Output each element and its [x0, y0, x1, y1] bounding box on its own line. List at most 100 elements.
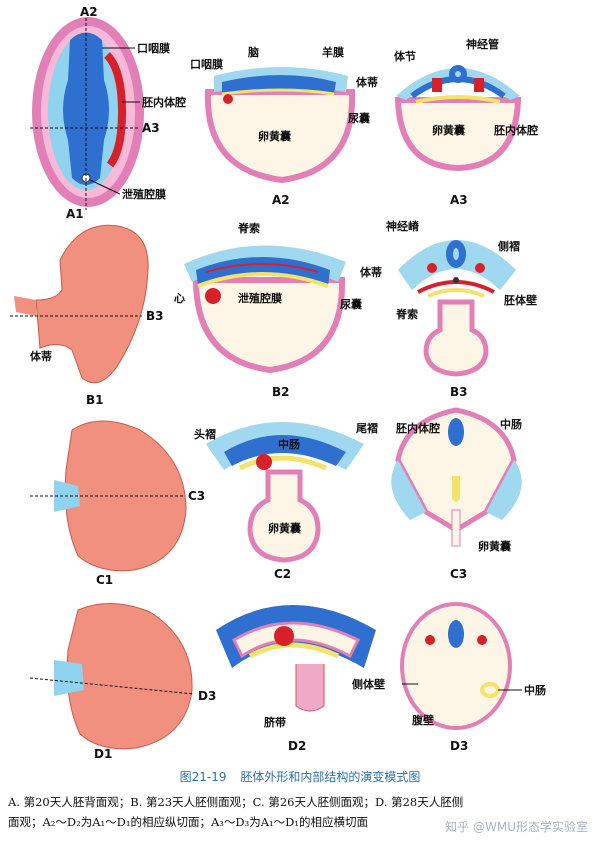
- b3-neural-canal: [453, 248, 459, 260]
- b3-yolk-sac: [423, 299, 489, 377]
- caption-line-1: A. 第20天人胚背面观；B. 第23天人胚侧面观；C. 第26天人胚侧面观；D…: [8, 795, 464, 809]
- c3-label-yolk: 卵黄囊: [478, 539, 512, 553]
- a1-cut-label-a3: A3: [142, 121, 160, 135]
- c2-ectoderm: [224, 435, 346, 466]
- panel-label-c3: C3: [450, 567, 467, 581]
- b2-label-cloacal: 泄殖腔膜: [238, 291, 282, 305]
- c3-neural-tube: [448, 418, 464, 446]
- a3-somite-right: [474, 78, 484, 92]
- b3-label-body-wall: 胚体壁: [503, 293, 537, 307]
- panel-a1: A2 A3 口咽膜 胚内体腔 泄殖腔膜 A1: [30, 5, 186, 221]
- d1-cut-line: [29, 677, 195, 695]
- figure-caption-body: A. 第20天人胚背面观；B. 第23天人胚侧面观；C. 第26天人胚侧面观；D…: [8, 792, 594, 832]
- a3-label-coelom: 胚内体腔: [493, 123, 538, 137]
- c3-label-coelom: 胚内体腔: [395, 421, 440, 435]
- b2-endoderm: [197, 272, 329, 288]
- panel-d3: 侧体壁 中肠 腹壁 D3: [352, 602, 546, 753]
- d2-wall: [232, 621, 361, 659]
- d3-somite-right: [477, 635, 487, 645]
- panel-c1: C3 C1: [30, 420, 205, 587]
- a2-label-stalk: 体蒂: [356, 75, 378, 89]
- panel-label-d2: D2: [288, 739, 306, 753]
- a3-label-neural-tube: 神经管: [466, 37, 499, 51]
- panel-c2: 头褶 尾褶 中肠 卵黄囊 C2: [194, 421, 378, 581]
- c1-cut-label: C3: [188, 489, 205, 503]
- b2-label-stalk: 体蒂: [360, 265, 382, 279]
- d3-label-lateral-wall: 侧体壁: [352, 677, 385, 691]
- c2-midgut: [238, 455, 327, 471]
- a1-leader-2: [89, 179, 121, 195]
- a3-yolk-sac: [394, 97, 522, 172]
- c3-midgut: [452, 476, 460, 502]
- d3-label-midgut: 中肠: [524, 683, 546, 697]
- c2-label-midgut: 中肠: [278, 437, 300, 451]
- a1-label-coelom: 胚内体腔: [141, 95, 186, 109]
- b3-label-lateral-fold: 侧褶: [498, 239, 520, 253]
- figure-caption-title: 图21-19 胚体外形和内部结构的演变模式图: [0, 768, 600, 785]
- panel-label-b1: B1: [86, 393, 104, 407]
- panel-a3: 体节 神经管 卵黄囊 胚内体腔 A3: [394, 37, 538, 207]
- b2-heart: [205, 288, 221, 304]
- panel-label-d1: D1: [94, 747, 112, 761]
- a2-heart-region: [223, 94, 233, 104]
- embryo-folding-diagram: A2 A3 口咽膜 胚内体腔 泄殖腔膜 A1 脑 羊膜 口咽膜 体蒂 尿囊 卵黄…: [10, 5, 546, 761]
- d3-neural-tube: [448, 620, 464, 648]
- panel-b3: 神经嵴 侧褶 胚体壁 脊索 B3: [386, 219, 537, 399]
- panel-label-a3: A3: [450, 193, 468, 207]
- panel-label-b3: B3: [450, 385, 468, 399]
- caption-line-2: 面观；A₂～D₂为A₁～D₁的相应纵切面；A₃～D₃为A₁～D₁的相应横切面: [8, 815, 368, 829]
- panel-label-d3: D3: [450, 739, 468, 753]
- c3-body-wall: [395, 407, 517, 533]
- a3-label-somite: 体节: [394, 49, 416, 63]
- panel-label-a2: A2: [272, 193, 290, 207]
- d1-cut-label: D3: [198, 689, 216, 703]
- a2-label-amnion: 羊膜: [322, 45, 344, 59]
- d1-embryo: [66, 602, 193, 750]
- b2-yolk-sac: [192, 277, 346, 374]
- a2-endoderm: [221, 88, 335, 96]
- b3-crest-left: [427, 263, 437, 273]
- figure-number: 图21-19: [179, 770, 227, 784]
- a3-somite-left: [432, 78, 442, 92]
- a1-coelom: [103, 52, 127, 168]
- c2-label-tail-fold: 尾褶: [355, 421, 378, 435]
- panel-label-a1: A1: [66, 207, 84, 221]
- c3-stalk: [451, 509, 461, 547]
- a3-label-yolk: 卵黄囊: [432, 123, 466, 137]
- b2-notochord: [205, 263, 319, 273]
- panel-b2: 脊索 体蒂 心 泄殖腔膜 尿囊 B2: [174, 221, 382, 399]
- a2-label-allantois: 尿囊: [348, 111, 371, 125]
- d2-label-cord: 脐带: [263, 715, 286, 729]
- panel-label-c1: C1: [96, 573, 113, 587]
- a2-label-brain: 脑: [248, 45, 259, 59]
- watermark: 知乎 @WMU形态学实验室: [445, 820, 588, 834]
- c2-heart: [256, 454, 272, 470]
- panel-d2: 脐带 D2: [216, 605, 376, 753]
- b1-label-stalk: 体蒂: [30, 349, 52, 363]
- figure-title: 胚体外形和内部结构的演变模式图: [240, 770, 421, 784]
- a2-yolk-sac: [204, 89, 356, 184]
- a2-label-oropharyngeal: 口咽膜: [190, 57, 223, 71]
- b1-cut-label: B3: [146, 309, 164, 323]
- c2-label-head-fold: 头褶: [194, 427, 216, 441]
- c3-amnion-right: [486, 460, 522, 520]
- d2-heart: [274, 626, 294, 646]
- d2-umbilical-cord: [295, 664, 325, 712]
- a2-ectoderm: [222, 75, 336, 94]
- panel-label-b2: B2: [272, 385, 290, 399]
- b2-label-allantois: 尿囊: [340, 297, 363, 311]
- panel-c3: 胚内体腔 中肠 卵黄囊 C3: [391, 407, 522, 581]
- c2-yolk-sac: [247, 469, 321, 563]
- a2-label-yolk: 卵黄囊: [258, 129, 292, 143]
- b3-notochord: [453, 277, 459, 283]
- panel-b1: B3 体蒂 B1: [10, 224, 164, 407]
- d3-body: [400, 602, 512, 730]
- b2-ectoderm: [196, 257, 330, 286]
- a3-neural-canal: [455, 71, 461, 77]
- b3-endoderm: [427, 288, 485, 298]
- d3-label-ventral-wall: 腹壁: [412, 713, 434, 727]
- d1-stalk: [54, 660, 84, 696]
- b2-label-heart: 心: [174, 292, 185, 305]
- b3-label-crest: 神经嵴: [386, 219, 420, 233]
- d3-somite-left: [425, 635, 435, 645]
